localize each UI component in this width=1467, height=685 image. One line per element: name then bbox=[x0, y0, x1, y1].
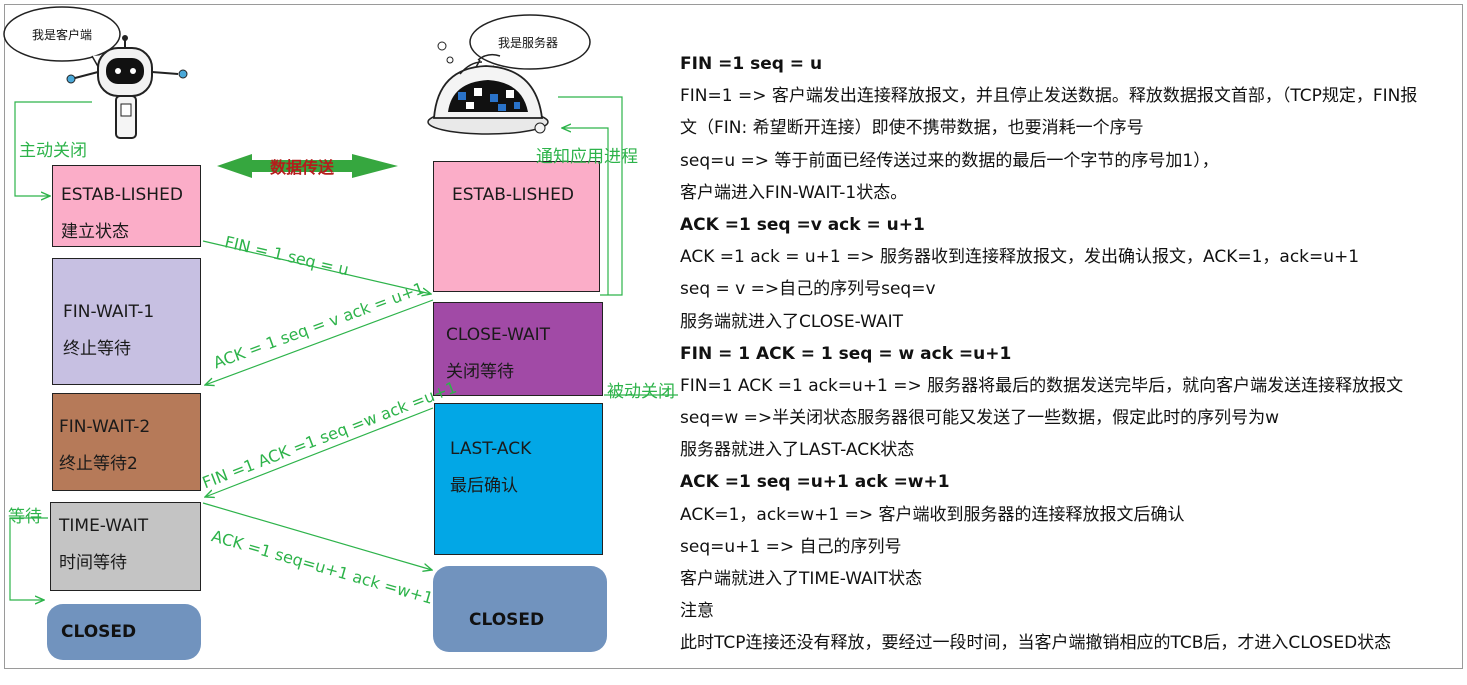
state-name: CLOSE-WAIT bbox=[446, 325, 551, 345]
state-name: CLOSED bbox=[469, 610, 545, 630]
msg4-arrow bbox=[202, 502, 432, 570]
msg3-arrow bbox=[205, 407, 434, 497]
explanation-line: ACK=1，ack=w+1 => 客户端收到服务器的连接释放报文后确认 bbox=[680, 504, 1185, 525]
state-desc: 最后确认 bbox=[450, 476, 518, 496]
server-state-closed: CLOSED bbox=[433, 566, 607, 652]
explanation-line: seq=w =>半关闭状态服务器很可能又发送了一些数据，假定此时的序列号为w bbox=[680, 408, 1280, 429]
state-desc: 终止等待2 bbox=[59, 454, 138, 474]
state-name: TIME-WAIT bbox=[59, 516, 149, 536]
client-state-time-wait: TIME-WAIT 时间等待 bbox=[50, 502, 201, 591]
notify-line bbox=[558, 96, 623, 296]
msg2-arrow bbox=[205, 299, 434, 385]
server-bubble-text: 我是服务器 bbox=[498, 36, 559, 50]
notify-app-label: 通知应用进程 bbox=[536, 147, 638, 167]
state-name: ESTAB-LISHED bbox=[452, 185, 574, 205]
state-desc: 时间等待 bbox=[59, 553, 127, 573]
server-state-last-ack: LAST-ACK 最后确认 bbox=[434, 403, 603, 555]
explanation-line: FIN=1 => 客户端发出连接释放报文，并且停止发送数据。释放数据报文首部，（… bbox=[680, 86, 1418, 107]
explanation-panel: FIN =1 seq = u FIN=1 => 客户端发出连接释放报文，并且停止发… bbox=[680, 48, 1465, 660]
explanation-line: ACK =1 seq =u+1 ack =w+1 bbox=[680, 472, 950, 493]
data-transfer-arrow bbox=[217, 154, 398, 178]
state-desc: 终止等待 bbox=[63, 339, 131, 359]
passive-close-label: 被动关闭 bbox=[607, 382, 675, 402]
state-name: FIN-WAIT-2 bbox=[59, 417, 151, 437]
explanation-line: ACK =1 ack = u+1 => 服务器收到连接释放报文，发出确认报文，A… bbox=[680, 247, 1360, 268]
active-close-line bbox=[14, 101, 92, 196]
explanation-line: FIN = 1 ACK = 1 seq = w ack =u+1 bbox=[680, 343, 1012, 364]
explanation-line: 服务器就进入了LAST-ACK状态 bbox=[680, 440, 915, 461]
state-desc: 关闭等待 bbox=[446, 362, 514, 382]
data-transfer-label: 数据传送 bbox=[269, 158, 334, 177]
explanation-line: seq=u+1 => 自己的序列号 bbox=[680, 536, 902, 557]
active-close-label: 主动关闭 bbox=[19, 141, 87, 161]
explanation-line: ACK =1 seq =v ack = u+1 bbox=[680, 214, 925, 235]
diagram-frame bbox=[4, 4, 1463, 669]
client-state-closed: CLOSED bbox=[47, 604, 201, 660]
state-name: FIN-WAIT-1 bbox=[63, 302, 155, 322]
explanation-line: 客户端就进入了TIME-WAIT状态 bbox=[680, 569, 923, 589]
state-desc: 建立状态 bbox=[61, 222, 129, 242]
explanation-line: seq=u => 等于前面已经传送过来的数据的最后一个字节的序号加1）， bbox=[680, 150, 1219, 171]
wait-line bbox=[9, 517, 48, 600]
msg1-arrow bbox=[202, 240, 431, 294]
explanation-line: 文（FIN: 希望断开连接）即使不携带数据，也要消耗一个序号 bbox=[680, 118, 1144, 139]
server-state-close-wait: CLOSE-WAIT 关闭等待 bbox=[433, 302, 603, 396]
explanation-line: 服务端就进入了CLOSE-WAIT bbox=[680, 311, 904, 332]
client-state-fin-wait-2: FIN-WAIT-2 终止等待2 bbox=[52, 393, 201, 491]
explanation-line: 注意 bbox=[680, 601, 714, 622]
state-name: LAST-ACK bbox=[450, 439, 532, 459]
server-state-established: ESTAB-LISHED bbox=[433, 161, 600, 292]
client-bubble-text: 我是客户端 bbox=[32, 28, 93, 42]
wait-label: 等待 bbox=[8, 507, 42, 527]
notify-arrow-line bbox=[562, 128, 609, 295]
explanation-line: 此时TCP连接还没有释放，要经过一段时间，当客户端撤销相应的TCB后，才进入CL… bbox=[680, 633, 1392, 654]
explanation-line: FIN=1 ACK =1 ack=u+1 => 服务器将最后的数据发送完毕后，就… bbox=[680, 375, 1404, 396]
state-name: CLOSED bbox=[61, 622, 137, 642]
client-robot-icon bbox=[3, 6, 188, 139]
explanation-line: seq = v =>自己的序列号seq=v bbox=[680, 279, 936, 300]
state-name: ESTAB-LISHED bbox=[61, 185, 183, 205]
client-state-fin-wait-1: FIN-WAIT-1 终止等待 bbox=[52, 258, 201, 385]
explanation-line: 客户端进入FIN-WAIT-1状态。 bbox=[680, 182, 908, 203]
explanation-line: FIN =1 seq = u bbox=[680, 54, 823, 74]
client-state-established: ESTAB-LISHED 建立状态 bbox=[52, 165, 201, 247]
server-robot-icon bbox=[427, 14, 591, 135]
